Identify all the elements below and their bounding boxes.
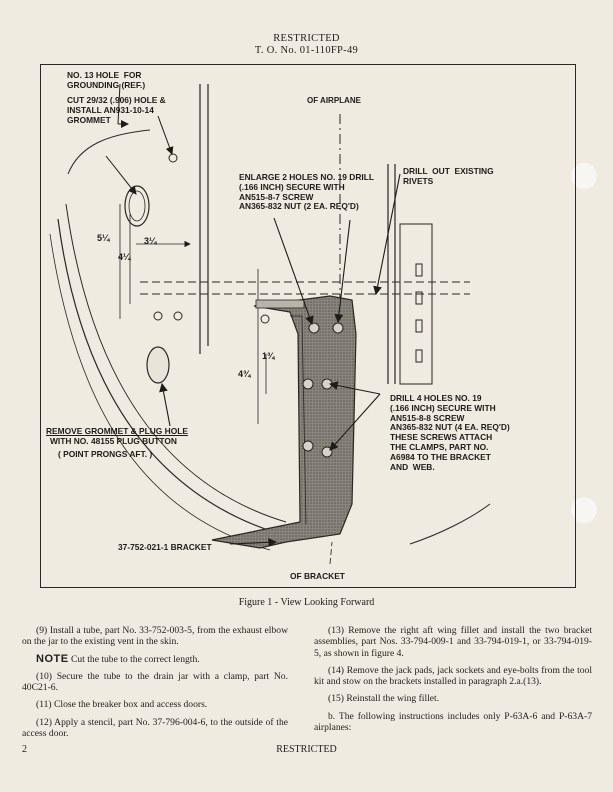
dimension-label: 3¼ bbox=[144, 236, 157, 246]
callout-remove-grommet: REMOVE GROMMET & PLUG HOLE bbox=[46, 426, 188, 436]
text-column-right: (13) Remove the right aft wing fillet an… bbox=[314, 625, 592, 739]
callout-drill-rivets: DRILL OUT EXISTING RIVETS bbox=[403, 166, 494, 186]
dimension-label: 4¼ bbox=[118, 252, 131, 262]
footer-classification: RESTRICTED bbox=[276, 744, 337, 755]
bracket bbox=[211, 295, 357, 549]
callout-airplane-centerline: OF AIRPLANE bbox=[307, 96, 361, 105]
callout-bracket-part: 37-752-021-1 BRACKET bbox=[118, 542, 212, 552]
text-column-left: (9) Install a tube, part No. 33-752-003-… bbox=[22, 625, 288, 745]
step-11: (11) Close the breaker box and access do… bbox=[36, 699, 208, 711]
dimension-label: 4¾ bbox=[238, 369, 251, 379]
skin-curve bbox=[57, 218, 281, 535]
technical-drawing bbox=[49, 83, 491, 565]
dimension-label: 1¾ bbox=[262, 351, 275, 361]
note: NOTE Cut the tube to the correct length. bbox=[22, 652, 288, 665]
callout-enlarge-holes: ENLARGE 2 HOLES NO. 19 DRILL (.166 INCH)… bbox=[239, 172, 374, 212]
step-b: b. The following instructions includes o… bbox=[314, 710, 592, 734]
callout-grounding-hole: NO. 13 HOLE FOR GROUNDING (REF.) bbox=[67, 70, 146, 90]
skin-curve bbox=[65, 203, 287, 523]
figure-caption: Figure 1 - View Looking Forward bbox=[238, 597, 375, 608]
dimension-label: 5¼ bbox=[97, 233, 110, 243]
callout-drill-four-holes: DRILL 4 HOLES NO. 19 (.166 INCH) SECURE … bbox=[390, 393, 510, 472]
note-label: NOTE bbox=[36, 652, 69, 665]
plug-button bbox=[146, 346, 170, 384]
step-15: (15) Reinstall the wing fillet. bbox=[328, 693, 440, 705]
step-12: (12) Apply a stencil, part No. 37-796-00… bbox=[22, 716, 288, 740]
callout-grommet-cut: CUT 29/32 (.906) HOLE & INSTALL AN931-10… bbox=[67, 95, 166, 125]
callout-point-prongs: ( POINT PRONGS AFT. ) bbox=[58, 449, 153, 459]
step-13: (13) Remove the right aft wing fillet an… bbox=[314, 625, 592, 659]
callout-plug-button: WITH NO. 48155 PLUG BUTTON bbox=[50, 436, 177, 446]
security-header: RESTRICTED bbox=[273, 33, 340, 44]
step-10: (10) Secure the tube to the drain jar wi… bbox=[22, 670, 288, 694]
step-14: (14) Remove the jack pads, jack sockets … bbox=[314, 664, 592, 688]
grommet-hole bbox=[124, 185, 150, 227]
figure-frame bbox=[40, 64, 576, 588]
document-number: T. O. No. 01-110FP-49 bbox=[254, 45, 359, 56]
page-number: 2 bbox=[22, 744, 27, 755]
step-9: (9) Install a tube, part No. 33-752-003-… bbox=[22, 625, 288, 648]
callout-bracket-centerline: OF BRACKET bbox=[290, 571, 345, 581]
note-text: Cut the tube to the correct length. bbox=[70, 653, 200, 665]
